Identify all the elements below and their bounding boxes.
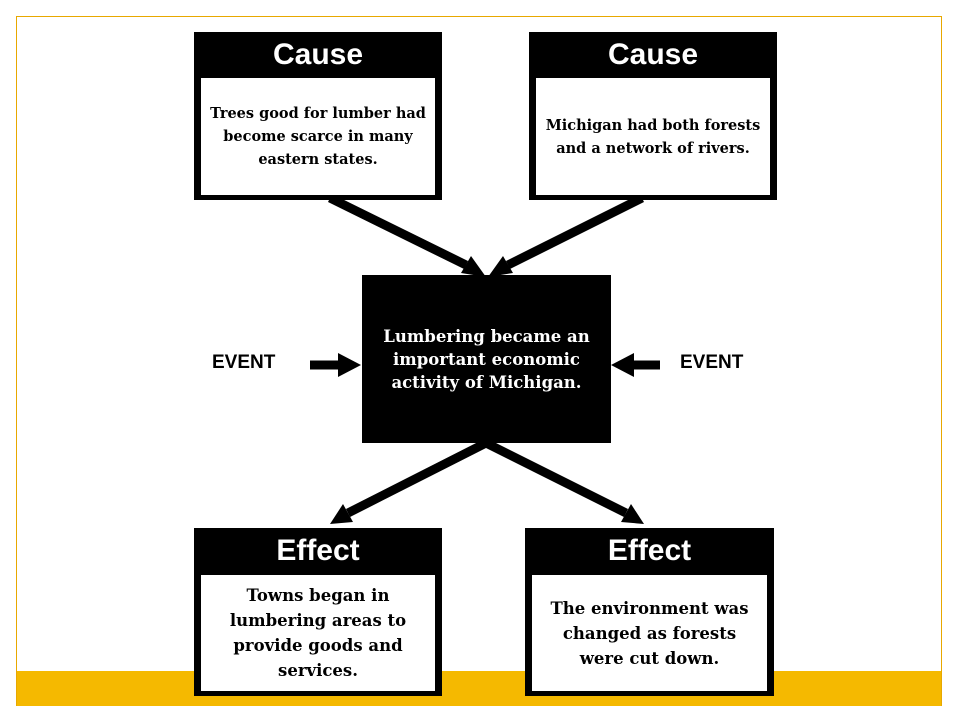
arrowhead-effect-left (330, 504, 353, 524)
event-label-right: EVENT (680, 352, 744, 373)
cause-text-left: Trees good for lumber had become scarce … (201, 78, 435, 195)
effect-heading-right: Effect (607, 534, 692, 567)
cause-box-right: Cause Michigan had both forests and a ne… (529, 32, 777, 200)
effect-box-left: Effect Towns began in lumbering areas to… (194, 528, 442, 696)
arrow-cause-left-to-event (328, 193, 468, 270)
effect-box-right: Effect The environment was changed as fo… (525, 528, 774, 696)
arrowhead-effect-right (621, 504, 644, 524)
arrow-cause-right-to-event (505, 193, 645, 270)
arrowhead-cause-left (461, 256, 486, 277)
effect-text-left: Towns began in lumbering areas to provid… (201, 575, 435, 691)
cause-text-right: Michigan had both forests and a network … (536, 78, 770, 195)
arrow-event-to-effect-right (483, 438, 629, 518)
effect-text-right: The environment was changed as forests w… (532, 575, 767, 691)
arrowhead-cause-right (488, 256, 513, 277)
event-label-left: EVENT (212, 352, 276, 373)
arrow-event-to-effect-left (345, 438, 489, 518)
gold-footer-band (17, 671, 941, 706)
cause-heading-right: Cause (607, 38, 699, 71)
cause-box-left: Cause Trees good for lumber had become s… (194, 32, 442, 200)
effect-heading-left: Effect (276, 534, 360, 567)
arrowhead-event-left (338, 353, 361, 377)
event-box: Lumbering became an important economic a… (362, 275, 611, 443)
arrowhead-event-right (611, 353, 634, 377)
cause-heading-left: Cause (272, 38, 364, 71)
